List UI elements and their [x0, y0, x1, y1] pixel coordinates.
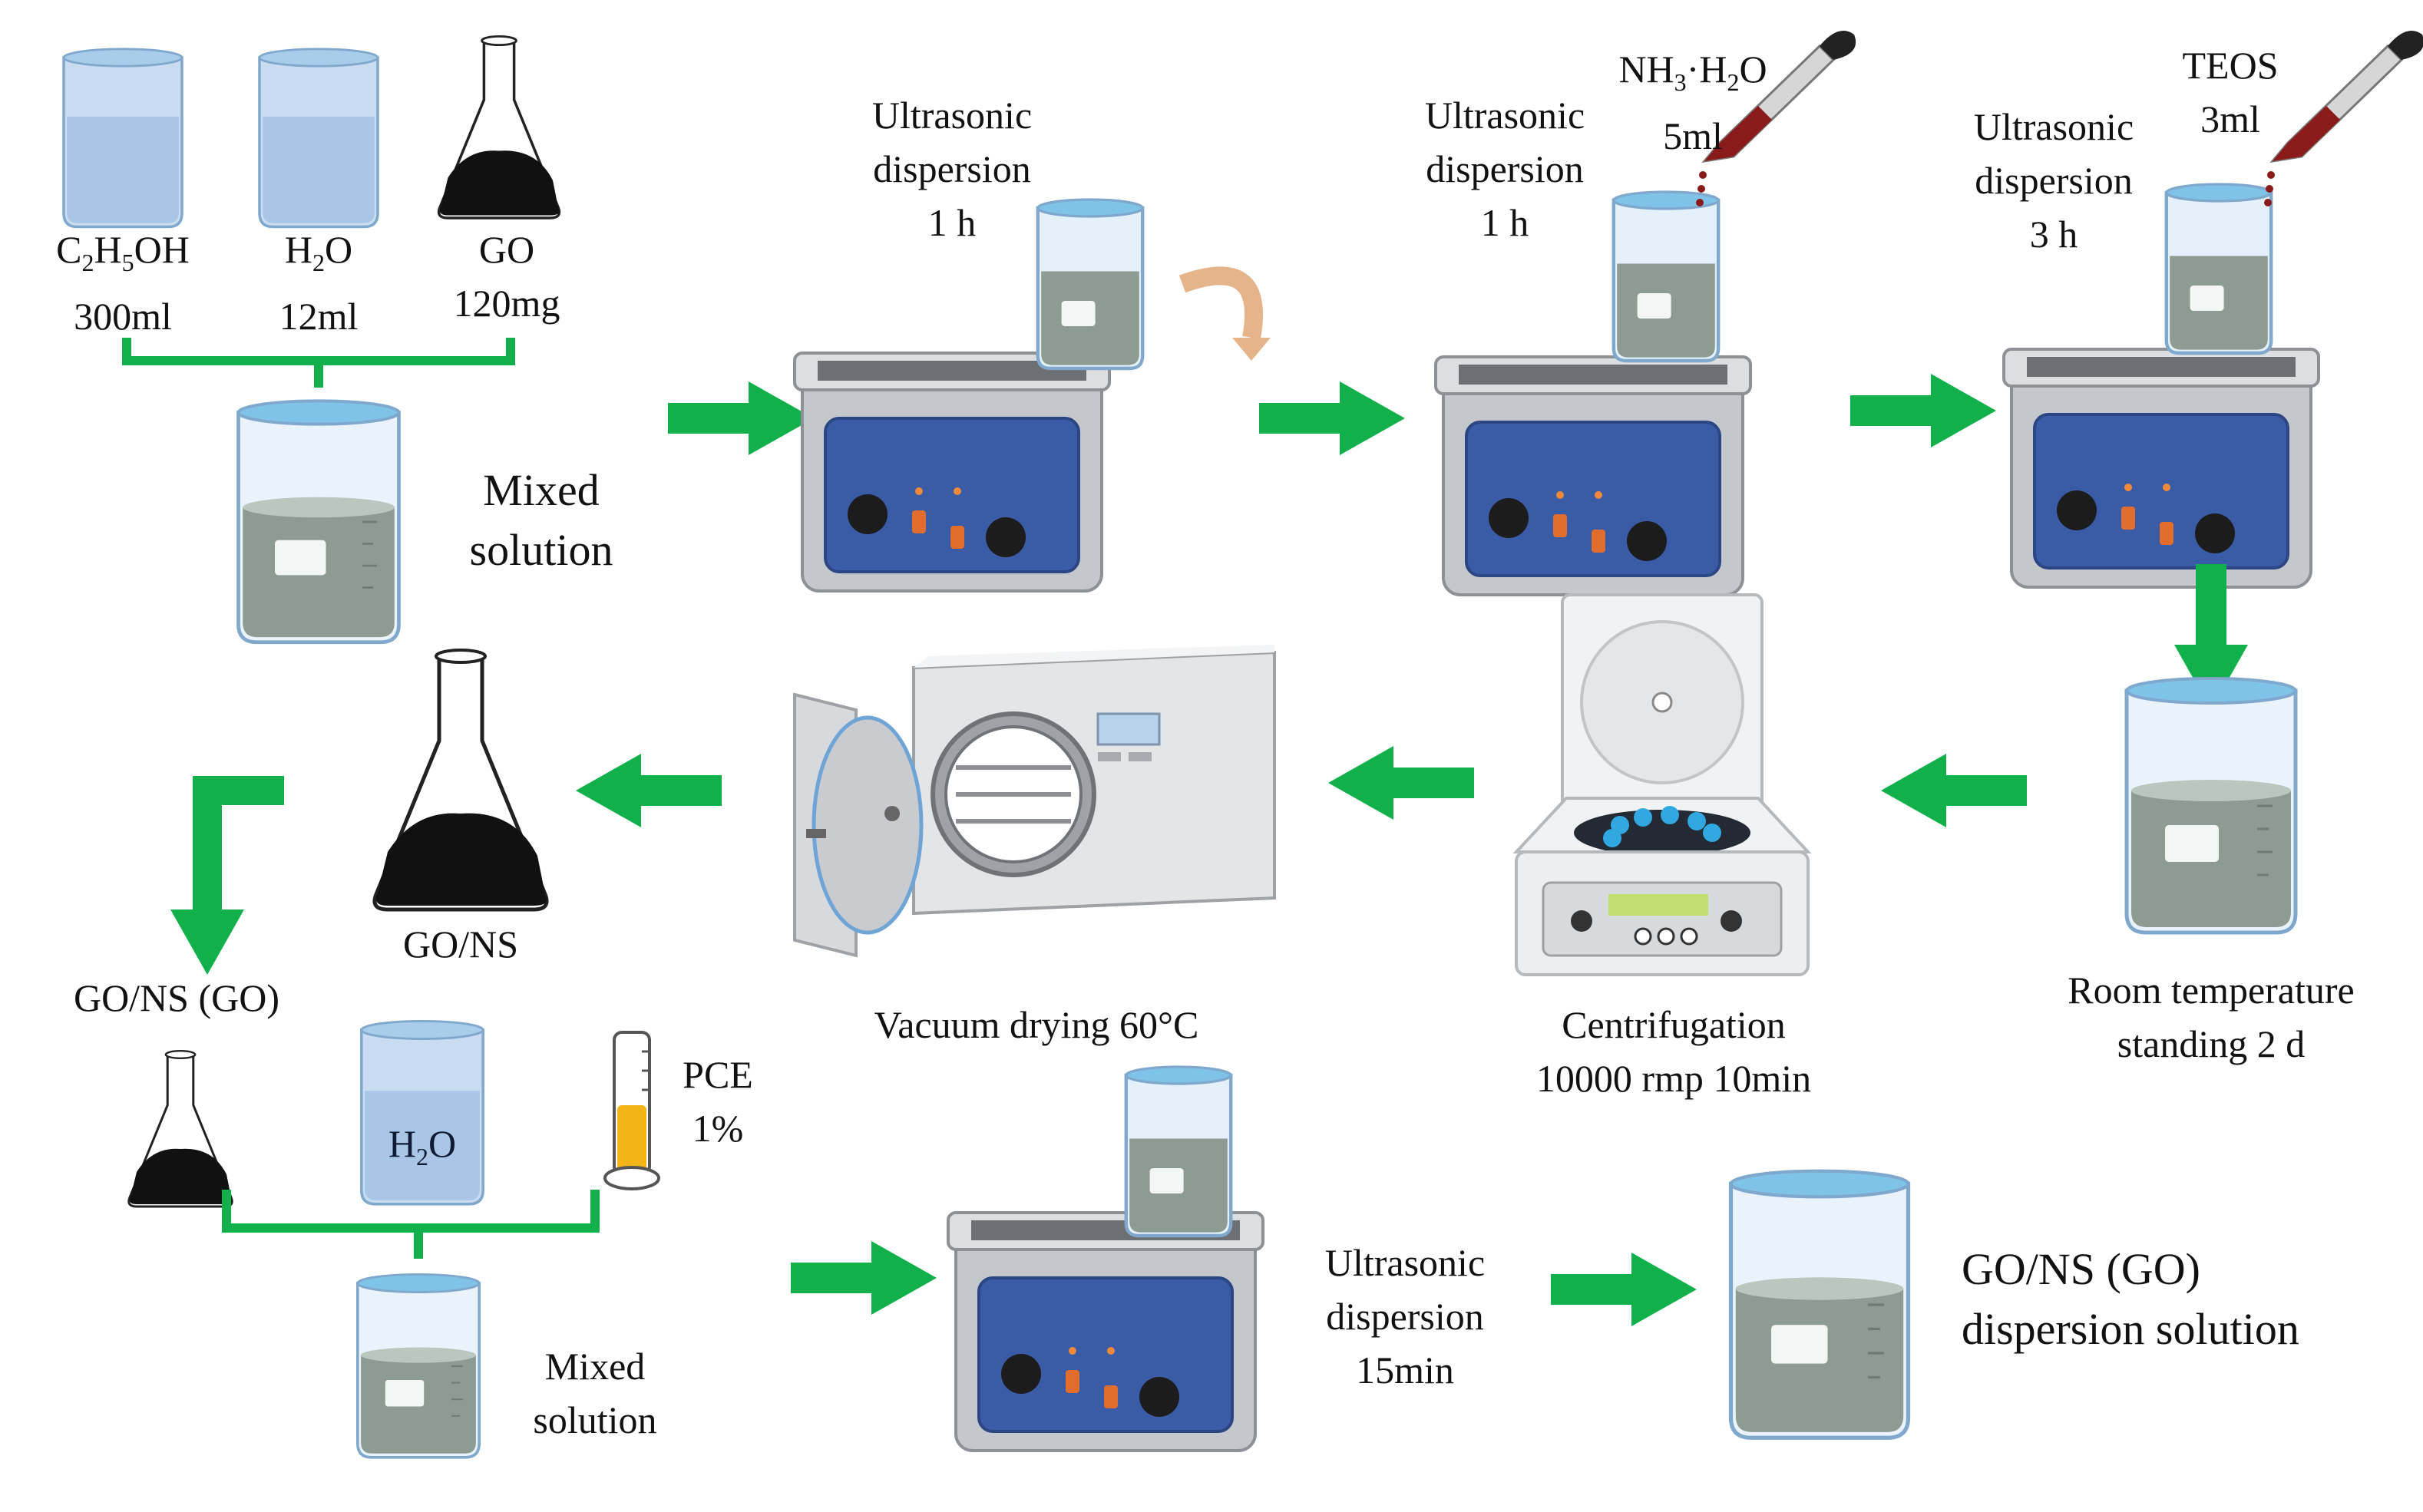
gons-label: GO/NS	[402, 923, 519, 966]
gons-flask-icon	[375, 650, 547, 910]
arrow-icon	[193, 776, 284, 913]
go-flask-icon	[437, 35, 561, 220]
arrow-icon	[1881, 754, 2027, 827]
ultrasonic-bath-icon	[2002, 348, 2320, 589]
vacuum-drying-label: Vacuum drying 60°C	[874, 1003, 1199, 1046]
arrow-icon	[576, 754, 722, 827]
arrow-icon	[1328, 746, 1474, 820]
reagent-bracket	[122, 338, 515, 388]
final-dispersion-label: GO/NS (GO)dispersion solution	[1962, 1244, 2299, 1354]
arrow-icon	[1551, 1253, 1697, 1326]
mixed-beaker-small-icon	[356, 1273, 481, 1459]
small-beaker-icon	[2167, 184, 2271, 353]
small-beaker-icon	[1614, 192, 1718, 361]
ethanol-beaker-icon	[62, 48, 183, 229]
rotation-arrow-icon	[1178, 266, 1264, 340]
graduated-cylinder-icon	[603, 1031, 660, 1190]
final-beaker-icon	[1731, 1171, 1909, 1438]
gons-go-label: GO/NS (GO)	[73, 976, 280, 1019]
arrow-icon	[791, 1241, 937, 1315]
mixed-beaker-icon	[239, 401, 399, 642]
gons-go-flask-icon	[127, 1049, 233, 1208]
small-beaker-icon	[1038, 200, 1142, 368]
ultrasonic-bath-icon	[947, 1211, 1264, 1452]
arrow-icon	[668, 381, 814, 455]
ammonia-label: NH3·H2O 5ml	[1618, 48, 1767, 157]
reagent-water-label: H2O 12ml	[279, 228, 359, 338]
reagent-ethanol-label: C2H5OH 300ml	[56, 228, 190, 338]
water-label-2: H2O	[388, 1122, 457, 1170]
standing-beaker-icon	[2127, 678, 2296, 933]
ultrasonic-bath-icon	[1434, 355, 1752, 596]
centrifuge-icon	[1512, 593, 1812, 976]
arrow-icon	[1259, 381, 1405, 455]
water-beaker-icon	[258, 48, 379, 229]
vacuum-oven-icon	[793, 645, 1276, 958]
small-beaker-icon	[1126, 1067, 1231, 1236]
ingredient-bracket	[222, 1190, 600, 1259]
arrow-icon	[1850, 374, 1996, 447]
ultrasonic-bath-icon	[793, 352, 1111, 593]
reagent-go-label: GO 120mg	[453, 228, 560, 325]
